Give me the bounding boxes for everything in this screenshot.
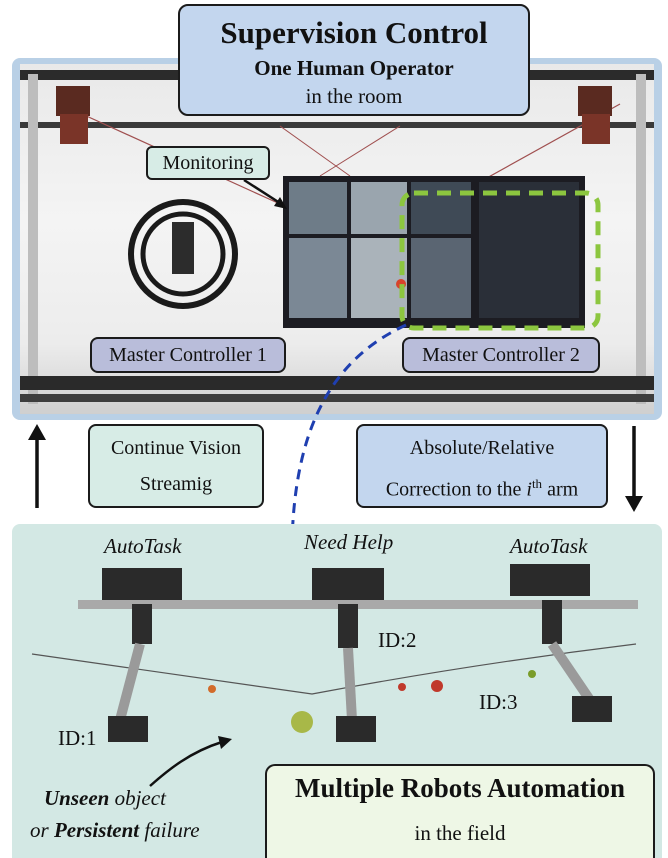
automation-box: Multiple Robots Automation in the field [265,764,655,858]
frame-bottom-rail [20,376,654,390]
monitoring-arrow [243,178,284,207]
frame-bottom-rail-2 [20,394,654,402]
correction-suffix: arm [542,478,579,501]
failure-note-line2: or Persistent failure [30,818,200,843]
vision-stream-box: Continue Vision Streamig [88,424,264,508]
failure-word-unseen: Unseen [44,786,110,810]
vision-stream-line1: Continue Vision [110,437,242,459]
automation-title: Multiple Robots Automation [294,773,626,803]
frame-right-post [636,74,646,404]
robot-3-id: ID:3 [479,690,518,714]
supervision-title: Supervision Control [220,15,488,50]
frame-left-post [28,74,38,404]
failure-prefix2: or [30,818,54,842]
supervision-subtitle: One Human Operator [254,55,454,80]
motor-top-right [578,86,612,144]
vision-stream-line2: Streamig [139,473,213,495]
correction-line2: Correction to the ith arm [358,466,606,508]
frame-upper-rail [20,122,654,128]
motor-top-left [56,86,90,144]
robot-3 [510,564,612,722]
grape-bunch [291,711,313,733]
correction-var: i [526,478,532,501]
robot-1-task: AutoTask [104,534,182,558]
master-controller-1-label: Master Controller 1 [90,337,286,373]
failure-word-persistent: Persistent [53,818,140,842]
correction-sup: th [531,476,543,491]
failure-rest1: object [109,786,166,810]
failure-arrow [149,740,223,787]
robot-3-task: AutoTask [510,534,588,558]
monitor-camera-grid [289,182,579,318]
monitor-screen [283,176,585,328]
robot-1-id: ID:1 [58,726,97,750]
robot-2-id: ID:2 [378,628,417,652]
robot-2 [312,568,384,742]
robot-1 [102,568,182,742]
master-controller-2-label: Master Controller 2 [402,337,600,373]
failure-rest2: failure [139,818,200,842]
supervision-control-box: Supervision Control One Human Operator i… [178,4,530,116]
supervision-location: in the room [305,84,403,108]
correction-line1: Absolute/Relative [409,437,555,459]
monitoring-label: Monitoring [146,146,270,180]
correction-box: Absolute/Relative Correction to the ith … [356,424,608,508]
field-scene [31,564,638,742]
master-controller-1-device [128,199,238,309]
failure-note-line1: Unseen object [44,786,166,811]
automation-location: in the field [414,820,506,845]
robot-2-task: Need Help [304,530,394,554]
correction-prefix: Correction to the [385,478,527,501]
